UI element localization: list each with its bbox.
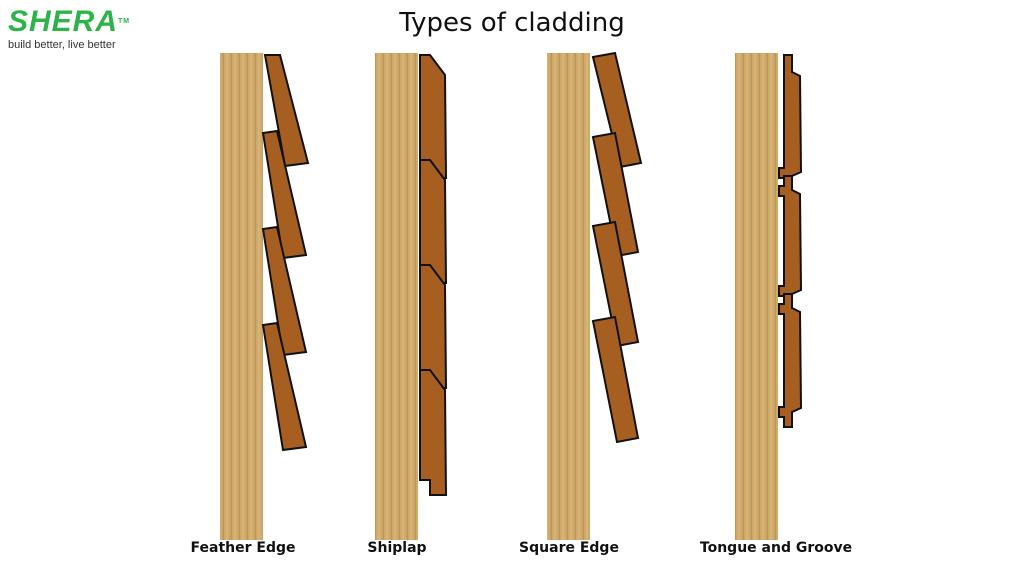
square-edge-group <box>547 51 643 540</box>
feather-edge-group <box>220 53 310 540</box>
board-feather-edge-3 <box>261 225 308 357</box>
board-square-edge-4 <box>591 315 640 444</box>
stud-feather-edge <box>220 53 263 540</box>
label-square-edge: Square Edge <box>519 540 619 556</box>
board-feather-edge-4 <box>261 321 308 452</box>
board-tongue-and-groove-2 <box>778 175 803 307</box>
board-tongue-and-groove-3 <box>778 293 803 428</box>
stud-square-edge <box>547 53 590 540</box>
diagram-title: Types of cladding <box>399 8 625 38</box>
board-tongue-and-groove-1 <box>778 54 803 189</box>
stud-tongue-and-groove <box>735 53 778 540</box>
board-square-edge-3 <box>591 220 640 348</box>
tongue-and-groove-group <box>735 53 803 540</box>
board-square-edge-2 <box>591 131 640 258</box>
board-shiplap-4 <box>419 369 448 496</box>
label-shiplap: Shiplap <box>367 540 427 556</box>
brand-tagline: build better, live better <box>8 39 116 51</box>
brand-name: SHERA <box>8 5 119 38</box>
board-feather-edge-2 <box>261 129 308 260</box>
board-square-edge-1 <box>591 51 643 169</box>
label-feather-edge: Feather Edge <box>190 540 296 556</box>
stud-shiplap <box>375 53 418 540</box>
label-tongue-and-groove: Tongue and Groove <box>699 540 853 556</box>
brand-trademark: TM <box>118 18 131 25</box>
shiplap-group <box>375 53 448 540</box>
shera-logo: SHERATM build better, live better <box>8 5 131 52</box>
board-feather-edge-1 <box>263 54 310 168</box>
